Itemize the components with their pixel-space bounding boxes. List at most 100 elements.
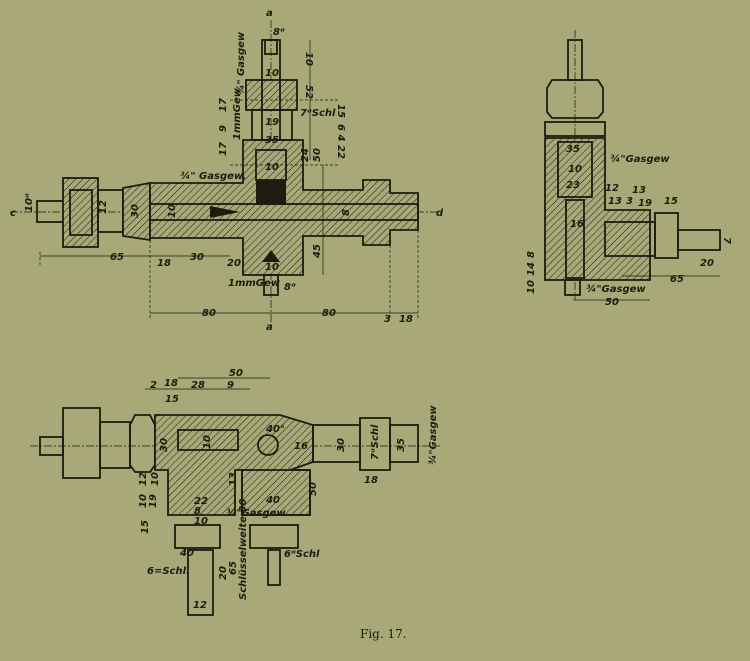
dim-label: 30 — [130, 204, 141, 218]
dim-label: 30 — [336, 438, 347, 452]
dim-label: 45 — [312, 244, 323, 259]
dim-label: 15 — [664, 196, 678, 207]
dim-label: 12 — [605, 183, 619, 194]
dim-label: 22 — [194, 496, 208, 507]
dim-label: 17 — [218, 142, 229, 156]
view-angle-valve — [544, 30, 721, 301]
dim-label: 80 — [322, 308, 336, 319]
dim-label: 23 — [566, 180, 580, 191]
dim-label: 2 — [150, 380, 157, 391]
dim-label: 8 — [341, 209, 352, 216]
dim-label: 28 — [191, 380, 205, 391]
dim-label: 10 — [526, 280, 537, 294]
dim-label: 19 — [265, 117, 279, 128]
view-bottom-assembly — [30, 377, 440, 616]
thread-label: 1mmGew — [228, 278, 281, 289]
thread-label: ¾"Gasgew — [428, 405, 439, 465]
section-mark: d — [436, 208, 444, 219]
dim-label: 10 — [150, 472, 161, 486]
dim-label: 50 — [605, 297, 619, 308]
dim-label: 10 — [568, 164, 582, 175]
dim-label: 65 — [228, 561, 239, 575]
dim-label: 20 — [227, 258, 241, 269]
dim-label: 30 — [190, 252, 204, 263]
dim-label: 50 — [229, 368, 243, 379]
dim-label: 50 — [308, 482, 319, 496]
dim-label: 6 4 — [335, 124, 346, 141]
dim-label: 15 — [140, 520, 151, 534]
section-mark: c — [10, 208, 16, 219]
wrench-size-label: Schlüsselweite 30 — [238, 499, 249, 600]
thread-label: ¾"Gasgew — [586, 284, 646, 295]
dim-label: 13 — [228, 472, 239, 486]
dim-label: 3 — [384, 314, 391, 325]
dim-label: 8 — [194, 506, 201, 517]
dim-label: 10 — [303, 52, 314, 66]
dim-label: 8ᵅ — [273, 27, 285, 38]
thread-label: ¾"Gasgew — [226, 508, 286, 519]
dim-label: 8ᵅ — [284, 282, 296, 293]
dim-label: 10 — [167, 204, 178, 218]
dim-label: 7 — [721, 237, 732, 244]
dim-label: 7ᵅSchl — [370, 424, 381, 460]
dim-label: 35 — [566, 144, 580, 155]
dim-label: 8 — [526, 251, 537, 258]
dim-label: 18 — [399, 314, 413, 325]
dim-label: 10 — [194, 516, 208, 527]
dim-label: 65 — [110, 252, 124, 263]
dim-label: 52 — [303, 85, 314, 99]
dim-label: 30 — [159, 438, 170, 452]
wrench-size-label: 6ᵅSchl — [284, 549, 320, 560]
figure-caption: Fig. 17. — [360, 627, 407, 641]
dim-label: 40° — [265, 424, 285, 435]
dim-label: 9 — [227, 380, 234, 391]
thread-label: ¾" Gasgew — [236, 31, 247, 95]
dim-label: 10ᵅ — [24, 193, 35, 212]
dim-label: 10 — [138, 494, 149, 508]
dim-label: 7ᵅSchl — [300, 108, 336, 119]
view-bottom-assembly-labels: 50 2 18 28 9 15 30 10 16 40° 30 7ᵅSchl 3… — [138, 368, 439, 611]
section-mark: a — [266, 8, 273, 19]
dim-label: 10 — [202, 435, 213, 449]
dim-label: 18 — [364, 475, 378, 486]
dim-label: 12 — [98, 200, 109, 214]
view-section-main — [10, 20, 440, 325]
dim-label: 13 — [608, 196, 622, 207]
dim-label: 22 — [335, 145, 346, 159]
dim-label: 40 — [179, 548, 194, 559]
dim-label: 24 — [300, 148, 311, 162]
dim-label: 19 — [148, 494, 159, 508]
section-mark: a — [266, 322, 273, 333]
dim-label: 10 — [265, 68, 279, 79]
dim-label: 10 — [265, 162, 279, 173]
dim-label: 3 — [626, 196, 633, 207]
dim-label: 18 — [157, 258, 171, 269]
dim-label: 16 — [294, 441, 308, 452]
dim-label: 35 — [396, 438, 407, 452]
dim-label: 15 — [335, 104, 346, 118]
dim-label: 1mmGew — [232, 87, 243, 140]
dim-label: 35 — [265, 135, 279, 146]
thread-label: ¾"Gasgew — [610, 154, 670, 165]
view-section-main-labels: 8ᵅ 10 52 10 19 35 10 7ᵅSchl 15 17 9 17 1… — [10, 8, 444, 333]
dim-label: 12 — [193, 600, 207, 611]
dim-label: 15 — [165, 394, 179, 405]
dim-label: 10 — [265, 262, 279, 273]
thread-label: ¾" Gasgew. — [180, 171, 246, 182]
wrench-size-label: 6=Schl. — [147, 566, 190, 577]
dim-label: 50 — [312, 148, 323, 162]
dim-label: 65 — [670, 274, 684, 285]
dim-label: 40 — [265, 495, 280, 506]
dim-label: 19 — [638, 198, 652, 209]
dim-label: 14 — [526, 262, 537, 276]
dim-label: 20 — [700, 258, 714, 269]
dim-label: 17 — [218, 98, 229, 112]
view-angle-valve-labels: 35 ¾"Gasgew 10 23 12 13 13 3 19 15 16 20… — [526, 144, 732, 308]
dim-label: 9 — [218, 125, 229, 132]
dim-label: 12 — [138, 472, 149, 486]
dim-label: 16 — [570, 219, 584, 230]
dim-label: 20 — [218, 566, 229, 580]
dim-label: 80 — [202, 308, 216, 319]
